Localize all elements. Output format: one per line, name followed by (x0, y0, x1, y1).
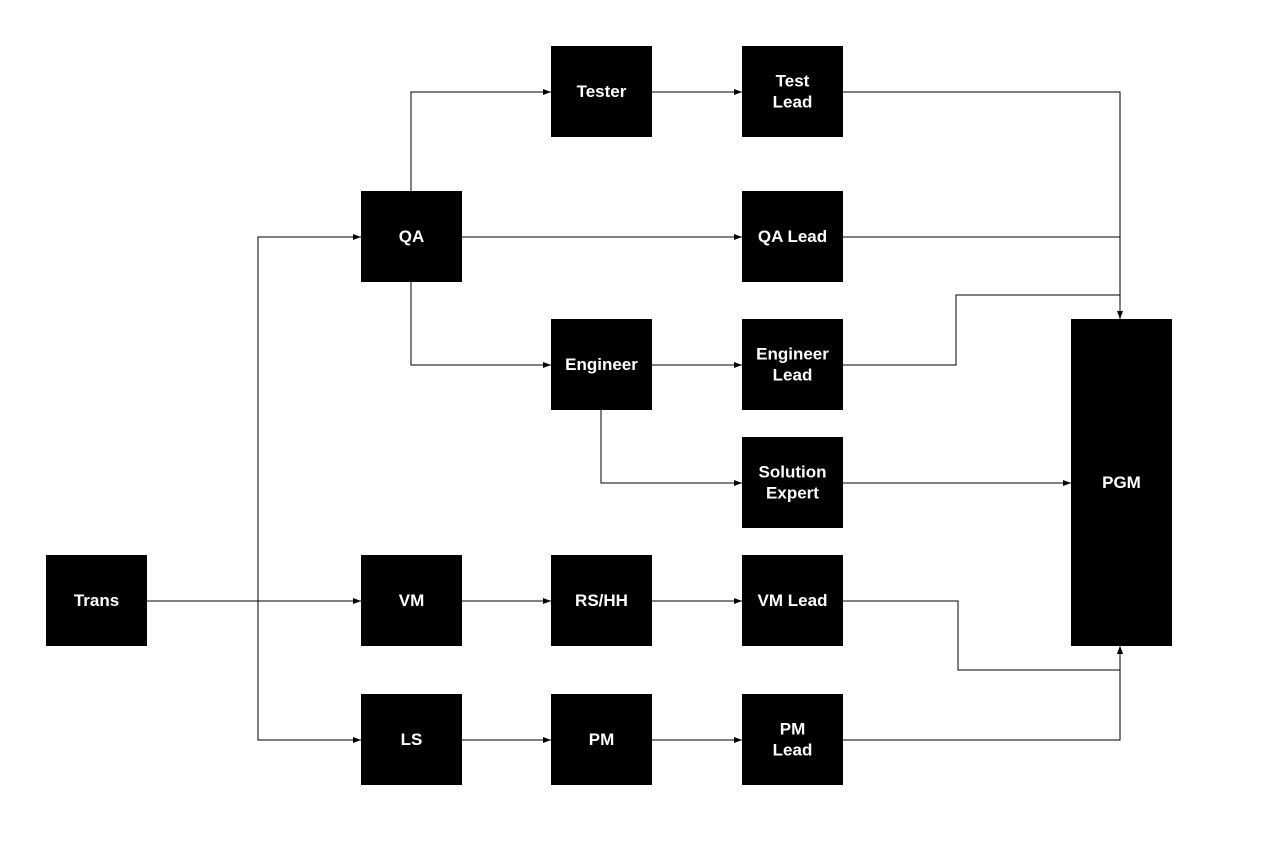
node-tester: Tester (551, 46, 652, 137)
node-label-vm-lead: VM Lead (758, 591, 828, 610)
node-box-pm (551, 694, 652, 785)
node-pgm: PGM (1071, 319, 1172, 646)
edge-qa-to-tester (410, 89, 551, 191)
node-label-qa-lead: QA Lead (758, 227, 827, 246)
edge-trans-to-ls (257, 601, 361, 743)
node-label-engineer: Engineer (565, 355, 638, 374)
node-engineer: Engineer (551, 319, 652, 410)
node-box-engineer (551, 319, 652, 410)
node-label-vm: VM (399, 591, 425, 610)
node-box-pgm (1071, 319, 1172, 646)
node-label-solution-expert-line-2: Expert (766, 484, 819, 503)
edge-engineer-to-solution-expert (600, 410, 742, 486)
node-label-test-lead-line-1: Test (776, 72, 810, 91)
node-box-tester (551, 46, 652, 137)
node-label-solution-expert-line-1: Solution (759, 463, 827, 482)
node-rs-hh: RS/HH (551, 555, 652, 646)
node-box-vm (361, 555, 462, 646)
node-label-pm-lead-line-2: Lead (773, 741, 813, 760)
node-box-ls (361, 694, 462, 785)
node-label-tester: Tester (577, 82, 627, 101)
node-qa: QA (361, 191, 462, 282)
node-trans: Trans (46, 555, 147, 646)
node-box-solution-expert (742, 437, 843, 528)
node-box-pm-lead (742, 694, 843, 785)
node-label-test-lead-line-2: Lead (773, 93, 813, 112)
edge-qa-to-engineer (410, 282, 551, 368)
node-label-pm: PM (589, 730, 615, 749)
node-pm: PM (551, 694, 652, 785)
node-box-engineer-lead (742, 319, 843, 410)
node-label-trans: Trans (74, 591, 119, 610)
node-label-pgm: PGM (1102, 473, 1141, 492)
edge-engineer-lead-to-pgm (843, 294, 1120, 366)
node-box-test-lead (742, 46, 843, 137)
node-vm-lead: VM Lead (742, 555, 843, 646)
node-box-vm-lead (742, 555, 843, 646)
node-ls: LS (361, 694, 462, 785)
edge-trans-to-qa (147, 234, 361, 602)
node-label-engineer-lead-line-2: Lead (773, 366, 813, 385)
node-box-qa-lead (742, 191, 843, 282)
node-label-rs-hh: RS/HH (575, 591, 628, 610)
edge-pm-lead-to-pgm (843, 646, 1123, 741)
node-box-trans (46, 555, 147, 646)
node-label-engineer-lead-line-1: Engineer (756, 345, 829, 364)
node-qa-lead: QA Lead (742, 191, 843, 282)
node-box-rs-hh (551, 555, 652, 646)
node-label-ls: LS (401, 730, 423, 749)
node-label-pm-lead-line-1: PM (780, 720, 806, 739)
node-pm-lead: PM Lead (742, 694, 843, 785)
edge-test-lead-to-pgm (843, 91, 1123, 319)
edges-layer (147, 89, 1123, 743)
node-box-qa (361, 191, 462, 282)
node-label-qa: QA (399, 227, 425, 246)
node-vm: VM (361, 555, 462, 646)
